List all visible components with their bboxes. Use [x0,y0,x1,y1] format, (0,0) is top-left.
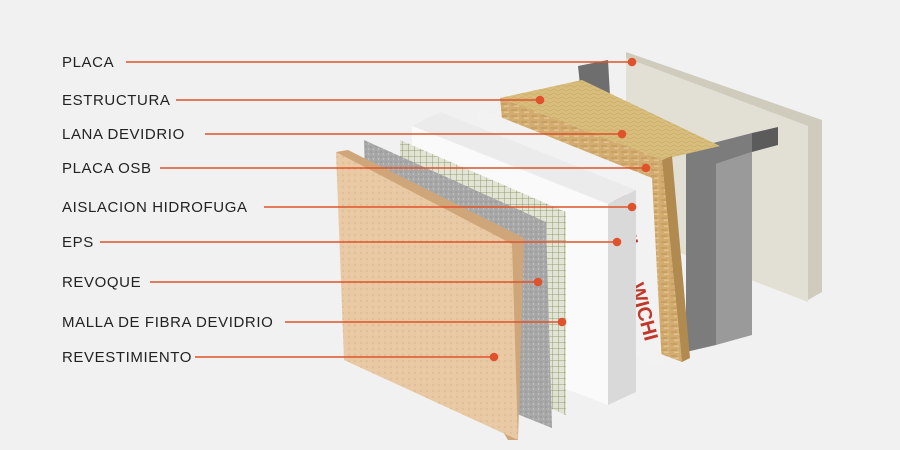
label-eps: EPS [62,234,94,251]
callout-dot-revoque [533,277,543,287]
label-malla-de-fibra-de-vidrio: MALLA DE FIBRA DEVIDRIO [62,314,274,331]
callout-dot-placa [627,57,637,67]
callout-dot-estructura [535,95,545,105]
callout-dot-osb [641,163,651,173]
callout-lines [100,57,651,362]
label-placa-osb: PLACA OSB [62,160,152,177]
label-revoque: REVOQUE [62,274,142,291]
callout-dot-lana [617,129,627,139]
label-placa: PLACA [62,54,115,71]
callout-dot-malla [557,317,567,327]
label-lana-de-vidrio: LANA DEVIDRIO [62,126,185,143]
callout-dot-eps [612,237,622,247]
label-revestimiento: REVESTIMIENTO [62,349,193,366]
callout-dot-aislacion [627,202,637,212]
lana-de-vidrio-layer [500,80,720,160]
label-aislacion-hidrofuga: AISLACION HIDROFUGA [62,199,248,216]
callout-dot-revestimiento [489,352,499,362]
label-estructura: ESTRUCTURA [62,92,171,109]
revestimiento-layer [336,150,524,440]
